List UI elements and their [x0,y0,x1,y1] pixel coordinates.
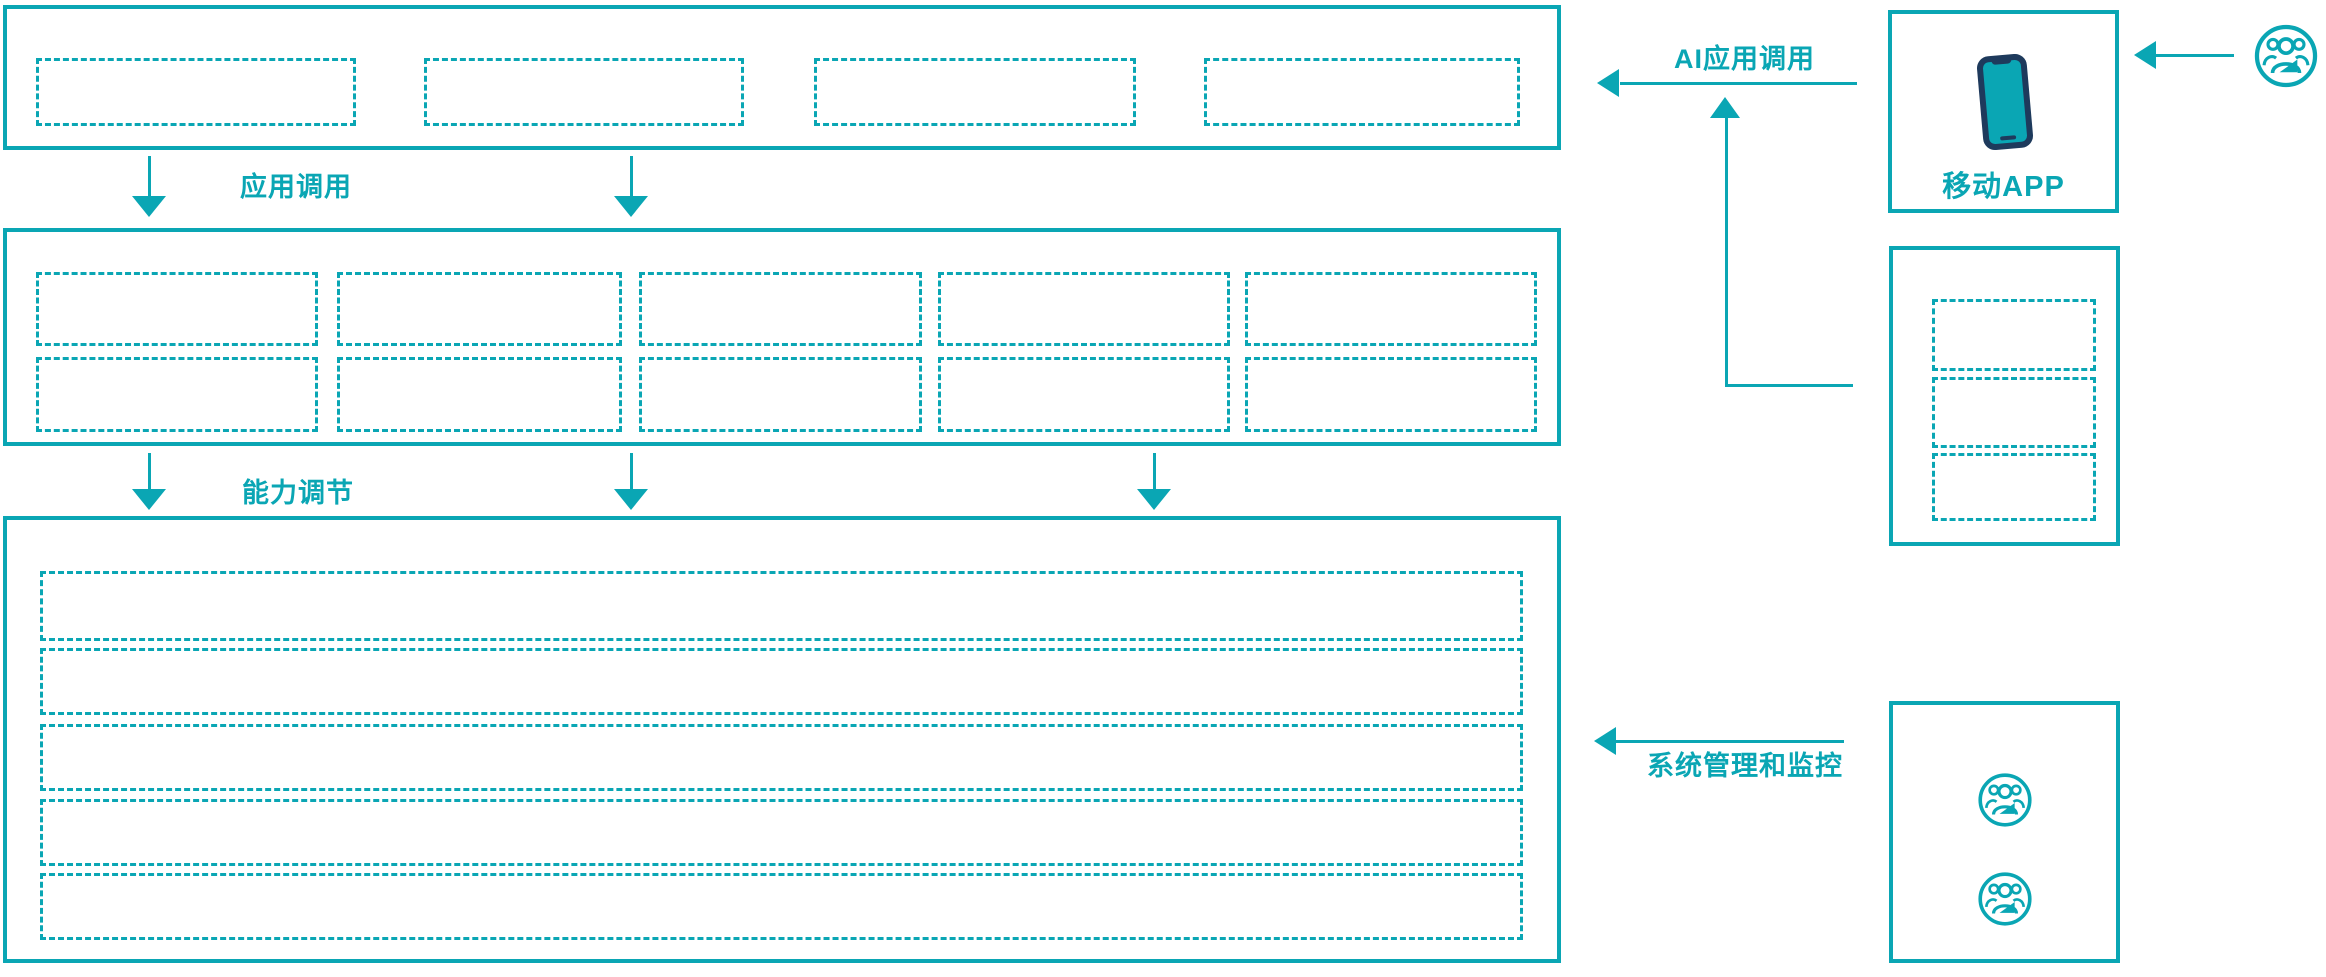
placeholder-row [40,873,1523,940]
arrow-left-icon [2134,41,2156,69]
capability-adjust-label: 能力调节 [242,478,354,508]
users-group-icon [1978,872,2032,926]
arrow-left-icon [1594,727,1616,755]
app-call-arrow-line [630,156,633,198]
placeholder-row [40,724,1523,791]
placeholder-box [36,58,356,126]
arrow-down-icon [132,196,166,217]
placeholder-box [1932,377,2096,448]
app-call-arrow-line [148,156,151,198]
placeholder-box [1932,453,2096,521]
capability-arrow-line [630,453,633,491]
ai-app-call-label: AI应用调用 [1674,44,1815,74]
capability-arrow-line [148,453,151,491]
mobile-app-label: 移动APP [1942,171,2065,203]
placeholder-box [337,272,622,346]
placeholder-box [639,272,922,346]
arrow-left-icon [1597,69,1619,97]
placeholder-box [814,58,1136,126]
capability-layer-box [3,228,1561,446]
arrow-up-icon [1710,97,1740,118]
system-monitor-label: 系统管理和监控 [1647,751,1843,781]
placeholder-box [639,357,922,432]
placeholder-box [938,357,1230,432]
placeholder-box [424,58,744,126]
placeholder-box [337,357,622,432]
arrow-down-icon [1137,489,1171,510]
arrow-down-icon [614,196,648,217]
placeholder-row [40,799,1523,866]
mobile-phone-icon [1976,54,2034,150]
arrow-down-icon [614,489,648,510]
placeholder-box [36,357,318,432]
system-monitor-arrow-line [1616,740,1844,743]
ai-app-call-arrow-line [1620,82,1857,85]
arrow-down-icon [132,489,166,510]
mobile-app-box: 移动APP [1888,10,2119,213]
elbow-arrow-vertical-line [1725,117,1728,385]
placeholder-row [40,571,1523,641]
capability-arrow-line [1153,453,1156,491]
platform-layer-box [3,516,1561,963]
placeholder-box [1204,58,1520,126]
placeholder-box [1245,357,1537,432]
placeholder-box [1245,272,1537,346]
elbow-arrow-horizontal-line [1725,384,1853,387]
application-layer-box [3,5,1561,150]
users-group-icon [2254,24,2318,88]
admin-monitor-box [1889,701,2120,963]
placeholder-row [40,648,1523,715]
user-arrow-line [2156,54,2234,57]
placeholder-box [1932,299,2096,371]
users-group-icon [1978,773,2032,827]
placeholder-box [938,272,1230,346]
placeholder-box [36,272,318,346]
app-call-label: 应用调用 [240,172,352,202]
right-stack-box [1889,246,2120,546]
